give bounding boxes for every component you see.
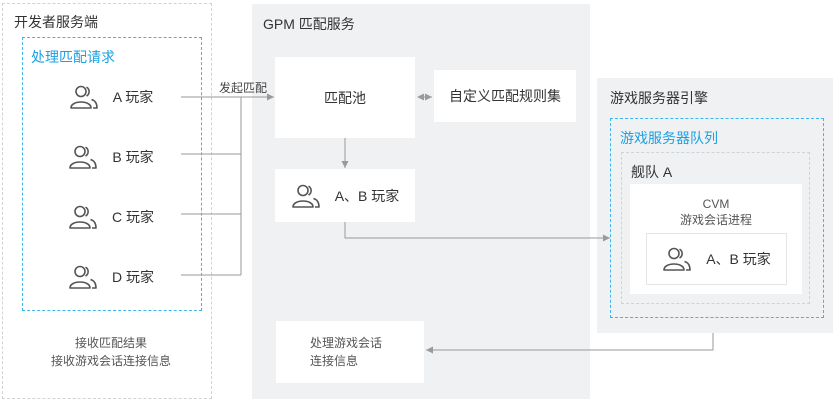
- fleet-title: 舰队 A: [631, 164, 673, 180]
- fleet-group: [621, 152, 810, 304]
- user-group-icon: [69, 85, 98, 109]
- player-a-box: A 玩家: [41, 70, 181, 124]
- developer-server-title: 开发者服务端: [14, 14, 98, 30]
- match-request-group: [22, 37, 202, 311]
- user-group-icon: [663, 247, 692, 271]
- cvm-label: CVM: [702, 197, 730, 211]
- user-group-icon: [69, 265, 97, 289]
- player-c-label: C 玩家: [112, 209, 154, 225]
- session-info-box: 处理游戏会话 连接信息: [276, 321, 424, 383]
- server-queue-title: 游戏服务器队列: [620, 130, 718, 146]
- session-process-label: 游戏会话进程: [679, 213, 752, 227]
- session-process-line: 处理游戏会话: [310, 336, 383, 350]
- player-d-box: D 玩家: [41, 250, 181, 304]
- server-players-label: A、B 玩家: [706, 251, 771, 267]
- server-players-box: A、B 玩家: [646, 233, 787, 285]
- player-c-box: C 玩家: [41, 190, 181, 244]
- player-a-label: A 玩家: [112, 89, 154, 105]
- match-result-line: 接收匹配结果: [74, 336, 147, 350]
- ruleset-box: 自定义匹配规则集: [434, 70, 576, 122]
- match-result-box: 接收匹配结果 接收游戏会话连接信息: [21, 321, 201, 383]
- user-group-icon: [291, 184, 320, 208]
- gpm-title: GPM 匹配服务: [263, 16, 355, 32]
- match-pool-label: 匹配池: [324, 89, 366, 106]
- player-b-label: B 玩家: [112, 149, 154, 165]
- player-b-box: B 玩家: [41, 130, 181, 184]
- server-queue-group: [610, 118, 824, 318]
- matched-players-box: A、B 玩家: [275, 169, 415, 222]
- session-connection-line: 连接信息: [310, 354, 359, 368]
- ruleset-label: 自定义匹配规则集: [449, 88, 561, 104]
- player-d-label: D 玩家: [112, 269, 154, 285]
- user-group-icon: [69, 145, 98, 169]
- matched-to-engine-arrow: [344, 222, 610, 242]
- engine-to-session-arrow: [426, 333, 714, 354]
- matched-players-label: A、B 玩家: [334, 187, 400, 204]
- developer-server-region: [2, 3, 212, 399]
- initiate-match-label: 发起匹配: [219, 81, 268, 95]
- match-pool-box: 匹配池: [275, 57, 415, 138]
- engine-title: 游戏服务器引擎: [610, 90, 708, 106]
- match-request-title: 处理匹配请求: [31, 49, 115, 65]
- user-group-icon: [69, 205, 97, 229]
- connection-info-line: 接收游戏会话连接信息: [50, 354, 171, 368]
